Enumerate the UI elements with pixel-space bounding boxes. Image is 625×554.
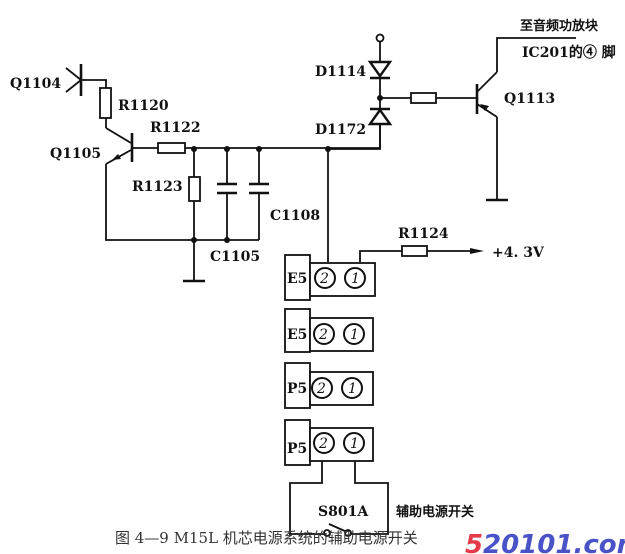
label-r1123: R1123 bbox=[132, 179, 183, 195]
watermark: 5 20101.com bbox=[465, 530, 625, 554]
connector-label: E5 bbox=[287, 327, 307, 343]
capacitor-c1105 bbox=[217, 149, 237, 240]
transistor-q1113 bbox=[475, 37, 576, 202]
connector-p5-bottom: P5 2 1 bbox=[284, 419, 374, 466]
label-c1105: C1105 bbox=[210, 249, 260, 265]
pin-number: 1 bbox=[350, 436, 359, 452]
junction-node bbox=[224, 237, 230, 243]
label-q1113: Q1113 bbox=[504, 91, 555, 107]
terminal-circle bbox=[375, 33, 385, 43]
resistor-r1124 bbox=[359, 245, 484, 262]
connector-p5-top: P5 2 1 bbox=[284, 362, 374, 409]
pin-number: 2 bbox=[318, 436, 328, 452]
label-r1120: R1120 bbox=[118, 98, 169, 114]
transistor-q1105 bbox=[105, 127, 158, 165]
label-c1108: C1108 bbox=[270, 208, 320, 224]
label-ic201-pin: IC201的④ 脚 bbox=[522, 44, 616, 61]
label-audio-destination: 至音频功放块 bbox=[520, 18, 599, 34]
junction-node bbox=[191, 237, 197, 243]
label-q1104: Q1104 bbox=[10, 76, 61, 92]
resistor-r1122 bbox=[157, 142, 380, 154]
ground-return-wire bbox=[105, 164, 259, 241]
connector-label: P5 bbox=[287, 381, 307, 397]
label-q1105: Q1105 bbox=[50, 146, 101, 162]
label-s801a: S801A bbox=[318, 504, 369, 520]
switch-s801a bbox=[289, 461, 389, 537]
label-d1114: D1114 bbox=[315, 64, 366, 80]
connector-e5-bottom: E5 2 1 bbox=[284, 308, 374, 353]
connector-label: E5 bbox=[287, 271, 307, 287]
connector-e5-top: E5 2 1 bbox=[284, 254, 376, 301]
pin-number: 2 bbox=[316, 381, 326, 397]
pin-number: 1 bbox=[350, 327, 359, 343]
pin-number: 2 bbox=[318, 327, 328, 343]
pin-number: 1 bbox=[348, 381, 357, 397]
watermark-text: 20101.com bbox=[483, 530, 625, 554]
label-d1172: D1172 bbox=[315, 122, 366, 138]
resistor-base-q1113 bbox=[380, 92, 476, 104]
label-r1122: R1122 bbox=[150, 120, 201, 136]
label-supply-voltage: +4. 3V bbox=[492, 245, 545, 261]
capacitor-c1108 bbox=[249, 149, 269, 240]
figure-caption: 图 4—9 M15L 机芯电源系统的辅助电源开关 bbox=[115, 529, 418, 547]
diode-d1114 bbox=[367, 41, 393, 99]
watermark-prefix: 5 bbox=[465, 530, 483, 554]
resistor-r1120 bbox=[99, 87, 112, 128]
pin-number: 1 bbox=[351, 271, 360, 287]
label-r1124: R1124 bbox=[398, 226, 449, 242]
diode-d1172 bbox=[367, 99, 393, 149]
label-switch-description: 辅助电源开关 bbox=[396, 504, 474, 520]
resistor-r1123 bbox=[188, 149, 201, 281]
pin-number: 2 bbox=[319, 271, 329, 287]
connector-label: P5 bbox=[287, 441, 307, 457]
transistor-q1104 bbox=[65, 64, 107, 96]
